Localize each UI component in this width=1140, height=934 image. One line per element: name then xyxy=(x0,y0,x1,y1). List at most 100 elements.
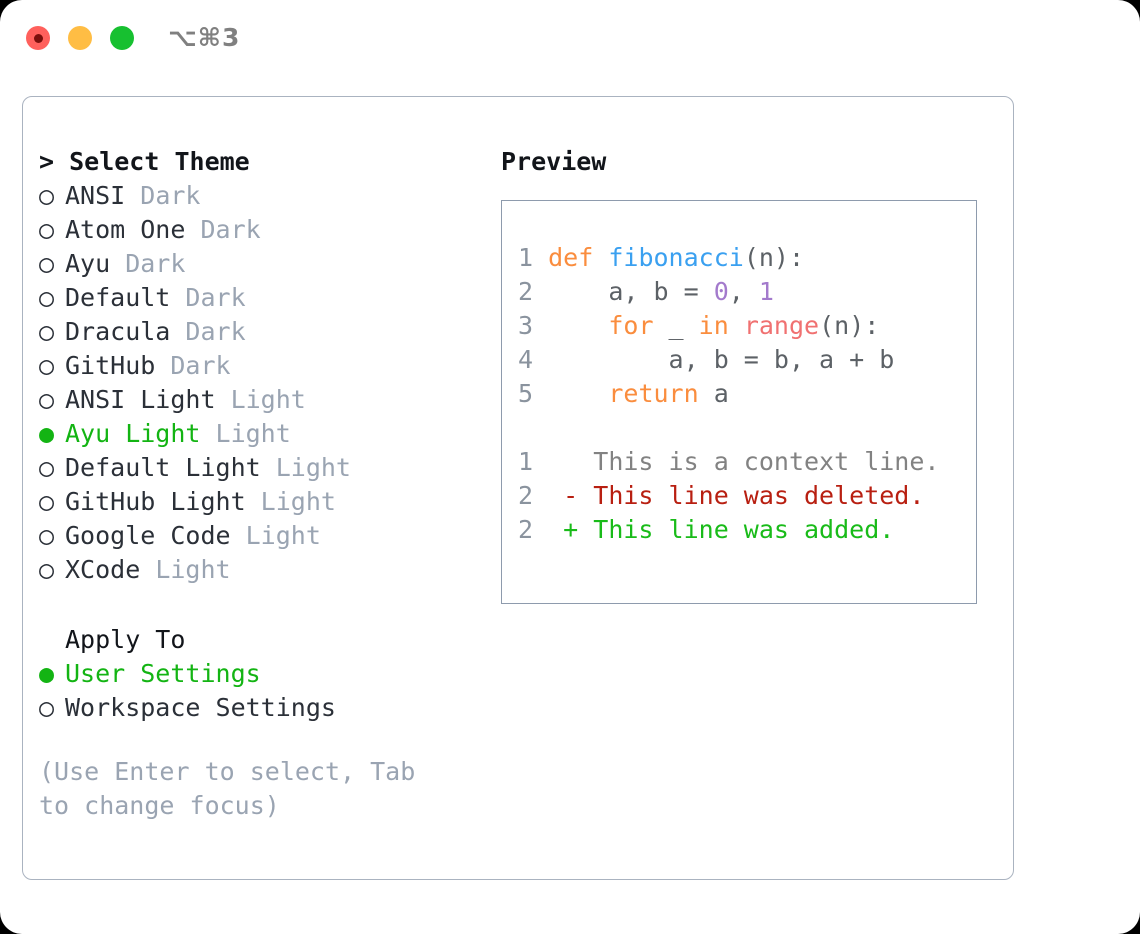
theme-option-label: GitHub xyxy=(65,351,156,380)
code-line: 2 a, b = 0, 1 xyxy=(518,275,970,309)
code-token-plain: a xyxy=(698,379,729,408)
radio-unselected-icon: ○ xyxy=(39,283,55,312)
diff-marker-add: + xyxy=(563,515,594,544)
code-gutter-space xyxy=(533,243,548,272)
diff-line-text: This line was added. xyxy=(593,515,895,544)
preview-heading: Preview xyxy=(501,147,607,176)
theme-option-kind-badge: Dark xyxy=(185,215,261,244)
theme-option-kind-badge: Dark xyxy=(125,181,201,210)
theme-list-pane: > Select Theme ○ANSI Dark○Atom One Dark○… xyxy=(39,145,479,823)
minimize-window-button[interactable] xyxy=(68,26,92,50)
theme-option-label: GitHub Light xyxy=(65,487,246,516)
preview-pane: Preview 1 def fibonacci(n):2 a, b = 0, 1… xyxy=(501,145,1001,604)
theme-option-github[interactable]: ○ GitHub Dark xyxy=(39,349,479,383)
theme-option-github-light[interactable]: ○GitHub Light Light xyxy=(39,485,479,519)
radio-unselected-icon: ○ xyxy=(39,351,55,380)
theme-list: ○ANSI Dark○Atom One Dark○Ayu Dark○Defaul… xyxy=(39,179,479,587)
code-line-number: 2 xyxy=(518,277,534,306)
theme-option-kind-badge: Light xyxy=(200,419,291,448)
theme-option-ansi[interactable]: ○ ANSI Dark xyxy=(39,179,479,213)
theme-option-ayu[interactable]: ○Ayu Dark xyxy=(39,247,479,281)
keyboard-hint-text: (Use Enter to select, Tab to change focu… xyxy=(39,757,431,820)
close-window-button[interactable] xyxy=(26,26,50,50)
radio-unselected-icon: ○ xyxy=(39,521,55,550)
radio-selected-icon: ● xyxy=(39,659,55,688)
maximize-window-button[interactable] xyxy=(110,26,134,50)
code-line-number: 5 xyxy=(518,379,534,408)
apply-to-option-label: Workspace Settings xyxy=(65,693,336,722)
theme-option-label: Ayu Light xyxy=(65,419,201,448)
diff-line-del: 2 - This line was deleted. xyxy=(518,479,970,513)
theme-option-ayu-light[interactable]: ●Ayu Light Light xyxy=(39,417,479,451)
diff-gutter-space xyxy=(533,447,563,476)
code-line-number: 3 xyxy=(518,311,534,340)
diff-gutter-space xyxy=(533,481,563,510)
apply-to-option-workspace-settings[interactable]: ○ Workspace Settings xyxy=(39,691,479,725)
code-gutter-space xyxy=(533,311,548,340)
code-token-plain: a, b = xyxy=(548,277,714,306)
radio-unselected-icon: ○ xyxy=(39,385,55,414)
theme-option-kind-badge: Dark xyxy=(155,351,231,380)
apply-to-option-label: User Settings xyxy=(65,659,261,688)
theme-option-kind-badge: Dark xyxy=(110,249,186,278)
code-line: 4 a, b = b, a + b xyxy=(518,343,970,377)
theme-option-kind-badge: Light xyxy=(245,487,336,516)
code-token-plain: a, b = b, a + b xyxy=(548,345,895,374)
code-line: 5 return a xyxy=(518,377,970,411)
theme-option-dracula[interactable]: ○ Dracula Dark xyxy=(39,315,479,349)
theme-picker-card: > Select Theme ○ANSI Dark○Atom One Dark○… xyxy=(22,96,1014,880)
theme-option-label: XCode xyxy=(65,555,141,584)
theme-option-label: Ayu xyxy=(65,249,111,278)
theme-option-label: Google Code xyxy=(65,521,231,550)
theme-option-google-code[interactable]: ○Google Code Light xyxy=(39,519,479,553)
apply-to-option-user-settings[interactable]: ● User Settings xyxy=(39,657,479,691)
code-line: 1 def fibonacci(n): xyxy=(518,241,970,275)
theme-option-ansi-light[interactable]: ○ANSI Light Light xyxy=(39,383,479,417)
diff-line-number: 2 xyxy=(518,515,534,544)
spacer xyxy=(518,411,970,445)
keyboard-shortcut-label: ⌥⌘3 xyxy=(168,23,241,52)
diff-line-add: 2 + This line was added. xyxy=(518,513,970,547)
code-token-plain xyxy=(548,379,608,408)
theme-option-label: ANSI Light xyxy=(65,385,216,414)
traffic-light-group xyxy=(26,26,134,50)
theme-option-kind-badge: Light xyxy=(260,453,351,482)
spacer xyxy=(39,587,479,623)
radio-unselected-icon: ○ xyxy=(39,693,55,722)
radio-unselected-icon: ○ xyxy=(39,181,55,210)
radio-unselected-icon: ○ xyxy=(39,453,55,482)
theme-option-label: Default Light xyxy=(65,453,261,482)
theme-option-kind-badge: Light xyxy=(140,555,231,584)
code-token-call: range xyxy=(743,311,820,340)
spacer xyxy=(39,725,479,755)
theme-option-label: ANSI xyxy=(65,181,126,210)
diff-marker-del: - xyxy=(563,481,594,510)
theme-option-kind-badge: Dark xyxy=(170,317,246,346)
theme-option-default-light[interactable]: ○ Default Light Light xyxy=(39,451,479,485)
code-token-plain xyxy=(548,311,608,340)
diff-line-text: This line was deleted. xyxy=(593,481,925,510)
code-token-kw: def xyxy=(548,243,594,272)
diff-line-number: 1 xyxy=(518,447,534,476)
diff-line-number: 2 xyxy=(518,481,534,510)
theme-option-default[interactable]: ○Default Dark xyxy=(39,281,479,315)
code-token-punc: (n): xyxy=(743,243,805,272)
code-token-kw: return xyxy=(608,379,699,408)
code-token-num: 0 xyxy=(713,277,729,306)
theme-option-atom-one[interactable]: ○Atom One Dark xyxy=(39,213,479,247)
theme-option-label: Dracula xyxy=(65,317,171,346)
theme-option-xcode[interactable]: ○XCode Light xyxy=(39,553,479,587)
radio-unselected-icon: ○ xyxy=(39,317,55,346)
diff-line-ctx: 1 This is a context line. xyxy=(518,445,970,479)
code-token-kw: in xyxy=(698,311,729,340)
diff-lines: 1 This is a context line.2 - This line w… xyxy=(518,445,970,547)
select-theme-heading: > Select Theme xyxy=(39,147,250,176)
code-line-number: 4 xyxy=(518,345,534,374)
diff-gutter-space xyxy=(533,515,563,544)
theme-option-label: Default xyxy=(65,283,171,312)
code-token-kw: for xyxy=(608,311,654,340)
